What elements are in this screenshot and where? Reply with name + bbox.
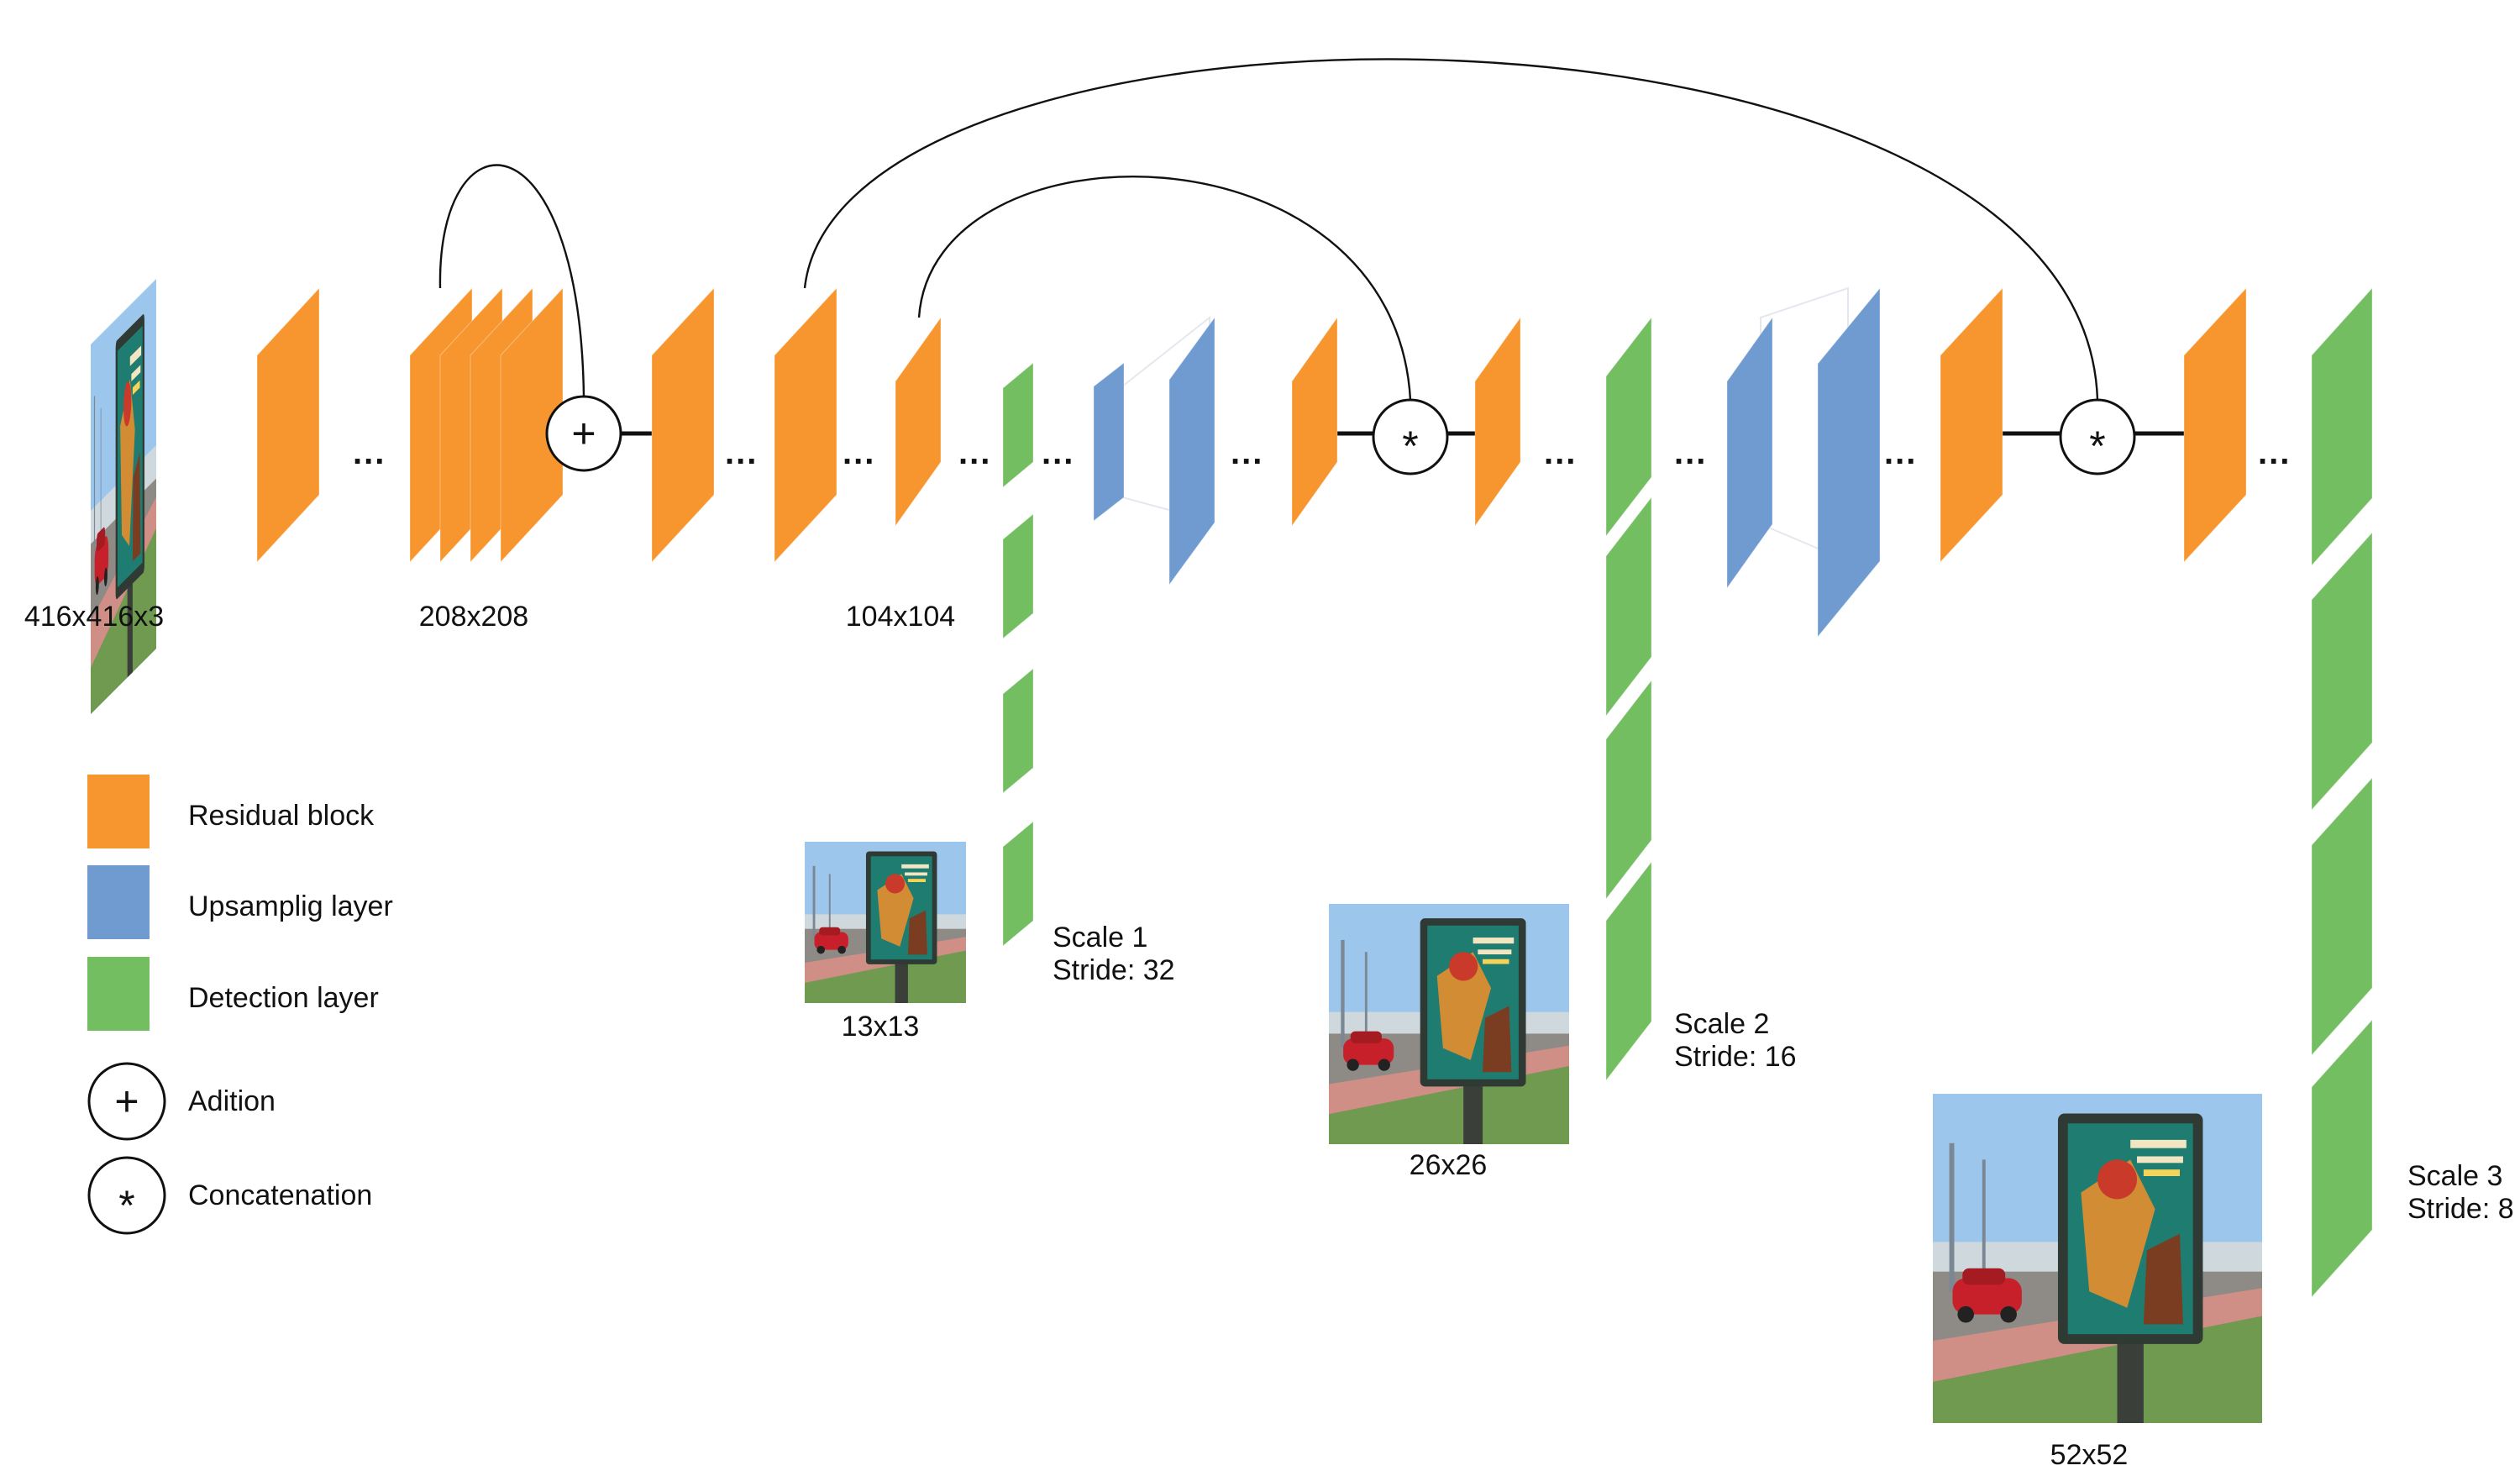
residual-block — [2183, 286, 2247, 564]
ellipsis: ... — [353, 434, 386, 471]
ellipsis: ... — [725, 434, 758, 471]
ellipsis: ... — [1231, 434, 1263, 471]
residual-block — [1940, 286, 2003, 564]
skip-connection — [438, 164, 585, 397]
scale-stride: Stride: 8 — [2407, 1193, 2514, 1225]
dim-label-208: 208x208 — [419, 601, 528, 633]
residual-block — [1474, 316, 1521, 528]
concatenation-node: * — [1372, 398, 1449, 475]
detection-layer — [2311, 1018, 2373, 1299]
legend-label-addition: Adition — [188, 1085, 276, 1117]
legend-label-detection: Detection layer — [188, 982, 379, 1014]
grid-label: 52x52 — [2050, 1439, 2129, 1471]
ellipsis: ... — [1674, 434, 1707, 471]
detection-layer — [1002, 667, 1034, 795]
legend-swatch-detection — [87, 957, 150, 1031]
detection-layer — [2311, 776, 2373, 1057]
legend-concat-circle — [87, 1156, 166, 1235]
ellipsis-group: ... ... ... ... ... ... ... ... ... ... — [353, 434, 2291, 471]
detection-layer — [1605, 860, 1652, 1082]
scale-2-output: 26x26 Scale 2 Stride: 16 — [1329, 904, 1797, 1181]
ellipsis: ... — [1544, 434, 1577, 471]
skip-connection — [803, 58, 2099, 401]
scale-title: Scale 2 — [1674, 1008, 1769, 1040]
ellipsis: ... — [1042, 434, 1074, 471]
scale-title: Scale 3 — [2407, 1160, 2502, 1192]
legend-label-residual: Residual block — [188, 800, 375, 832]
addition-node: + — [545, 395, 622, 472]
residual-block — [651, 286, 715, 564]
detection-layer — [1002, 820, 1034, 948]
detection-layer — [1605, 316, 1652, 538]
legend-label-upsample: Upsamplig layer — [188, 890, 393, 922]
legend-addition-circle — [87, 1062, 166, 1141]
asterisk-symbol: * — [1402, 423, 1418, 470]
legend-label-concatenation: Concatenation — [188, 1179, 372, 1211]
upsampling-layer — [1817, 286, 1881, 638]
asterisk-symbol: * — [2089, 423, 2105, 470]
residual-block — [256, 286, 320, 564]
input-dim-label: 416x416x3 — [24, 601, 164, 633]
detection-layer — [2311, 286, 2373, 567]
upsampling-layer — [1093, 361, 1125, 523]
detection-layer — [1002, 361, 1034, 489]
residual-block — [774, 286, 837, 564]
residual-block — [895, 316, 942, 528]
output-image — [1329, 904, 1569, 1144]
skip-connection — [917, 176, 1412, 401]
scale-1-output: 13x13 Scale 1 Stride: 32 — [805, 842, 1175, 1043]
residual-block — [500, 286, 564, 564]
ellipsis: ... — [1884, 434, 1917, 471]
concatenation-node: * — [2059, 398, 2136, 475]
output-image — [1933, 1094, 2262, 1423]
plus-symbol: + — [571, 410, 596, 457]
upsampling-layer — [1726, 316, 1773, 590]
legend-swatch-upsample — [87, 865, 150, 939]
plus-symbol: + — [114, 1078, 139, 1125]
scale-stride: Stride: 32 — [1053, 954, 1175, 986]
detection-layer — [1605, 496, 1652, 717]
detection-layer — [1002, 512, 1034, 640]
output-image — [805, 842, 966, 1003]
scale-3-output: 52x52 Scale 3 Stride: 8 — [1933, 1094, 2514, 1471]
legend: Residual block Upsamplig layer Detection… — [87, 775, 393, 1235]
network-blocks — [256, 286, 2373, 1299]
ellipsis: ... — [2258, 434, 2291, 471]
legend-swatch-residual — [87, 775, 150, 848]
residual-block — [1291, 316, 1338, 528]
upsampling-layer — [1168, 316, 1215, 586]
asterisk-symbol: * — [118, 1182, 134, 1229]
grid-label: 26x26 — [1410, 1149, 1488, 1181]
ellipsis: ... — [958, 434, 991, 471]
dim-label-104: 104x104 — [846, 601, 955, 633]
ellipsis: ... — [843, 434, 875, 471]
scale-title: Scale 1 — [1053, 922, 1147, 953]
detection-layer — [1605, 679, 1652, 901]
input-image — [91, 279, 156, 714]
detection-layer — [2311, 531, 2373, 812]
grid-label: 13x13 — [842, 1011, 920, 1043]
scale-stride: Stride: 16 — [1674, 1041, 1797, 1073]
